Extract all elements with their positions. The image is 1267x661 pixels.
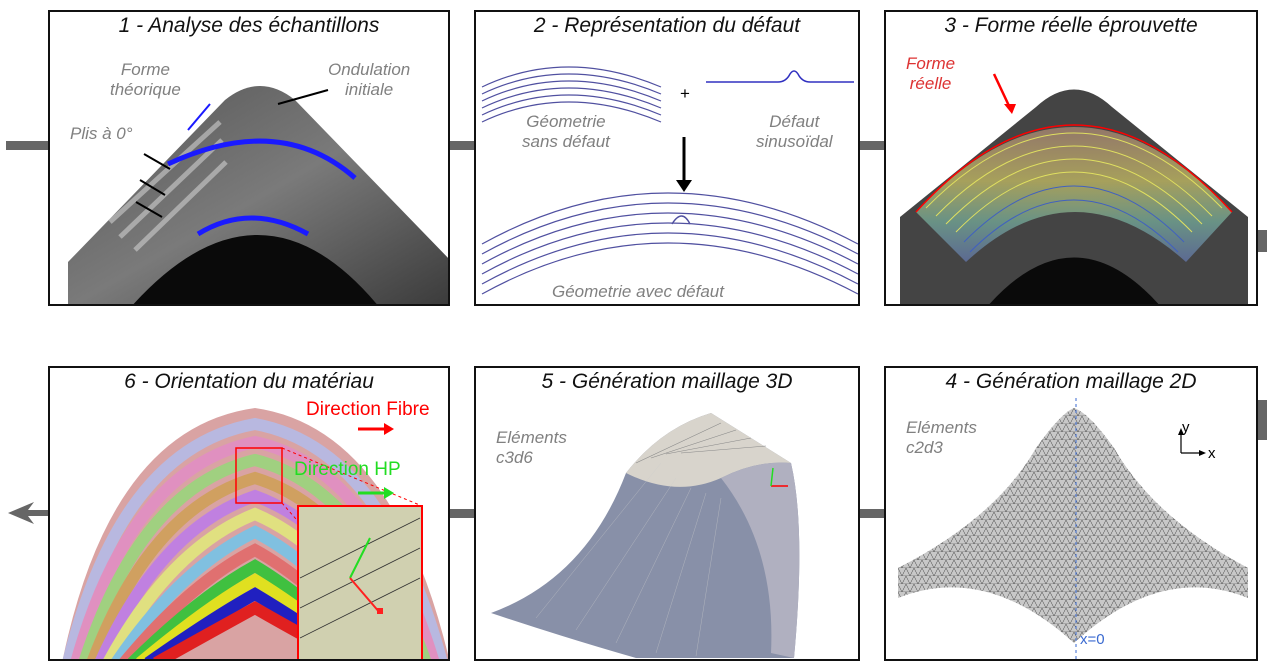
- panel-1-title: 1 - Analyse des échantillons: [118, 14, 380, 37]
- connector-2-3: [858, 141, 886, 150]
- connector-6-5: [448, 509, 476, 518]
- panel-6-title: 6 - Orientation du matériau: [124, 370, 374, 393]
- label-forme-theorique: Forme théorique: [110, 60, 181, 99]
- arrow-forme-reelle: [992, 73, 1012, 109]
- material-orientation-mesh: [62, 408, 448, 659]
- mesh-3d: [491, 413, 800, 658]
- real-shape-photo: [900, 73, 1248, 304]
- defect-schematic: [481, 66, 858, 295]
- panel-2-title: 2 - Représentation du défaut: [533, 14, 801, 37]
- label-plus: +: [680, 84, 690, 103]
- arrow-forme-theorique: [187, 103, 211, 131]
- connector-right-row2: [1258, 400, 1267, 440]
- panel-6-orientation: 6 - Orientation du matériau: [48, 366, 450, 661]
- label-elements-c3d6: Eléments c3d6: [496, 428, 567, 467]
- connector-right-row1: [1258, 230, 1267, 252]
- label-geometrie-avec-defaut: Géometrie avec défaut: [552, 282, 724, 301]
- label-ondulation-initiale: Ondulation initiale: [328, 60, 411, 99]
- label-direction-fibre: Direction Fibre: [306, 399, 430, 420]
- panel-4-title: 4 - Génération maillage 2D: [945, 370, 1197, 393]
- label-direction-hp: Direction HP: [294, 459, 401, 480]
- panel-5-maillage-3d: 5 - Génération maillage 3D Eléments c3d6: [474, 366, 860, 661]
- panel-5-title: 5 - Génération maillage 3D: [541, 370, 793, 393]
- panel-4-maillage-2d: 4 - Génération maillage 2D Eléments c2d3…: [884, 366, 1258, 661]
- label-geometrie-sans-defaut: Géometrie sans défaut: [522, 112, 610, 151]
- label-x0: x=0: [1080, 631, 1105, 648]
- label-axis-x: x: [1208, 445, 1216, 462]
- label-forme-reelle: Forme réelle: [906, 54, 956, 93]
- panel-3-forme-reelle: 3 - Forme réelle éprouvette Forme réelle: [884, 10, 1258, 306]
- label-elements-c2d3: Eléments c2d3: [906, 418, 977, 457]
- arrow-pli-1: [143, 153, 171, 170]
- arrow-ondulation: [277, 89, 329, 105]
- arrow-pli-3: [135, 201, 163, 218]
- specimen-photo: [68, 86, 448, 304]
- panel-3-title: 3 - Forme réelle éprouvette: [944, 14, 1198, 37]
- arrow-pli-2: [139, 179, 166, 196]
- connector-1-2: [448, 141, 476, 150]
- label-axis-y: y: [1182, 419, 1190, 436]
- panel-1-analyse: 1 - Analyse des échantillons Forme théor…: [48, 10, 450, 306]
- zoom-inset: [297, 505, 423, 659]
- label-plis: Plis à 0°: [70, 124, 133, 143]
- mesh-2d: [898, 398, 1248, 659]
- connector-left-row1: [6, 141, 48, 150]
- connector-5-4: [858, 509, 886, 518]
- label-defaut-sinusoidal: Défaut sinusoïdal: [756, 112, 833, 151]
- output-arrow-icon: [8, 502, 48, 524]
- zoom-source-box: [235, 447, 283, 504]
- panel-2-representation: 2 - Représentation du défaut + Géometrie…: [474, 10, 860, 306]
